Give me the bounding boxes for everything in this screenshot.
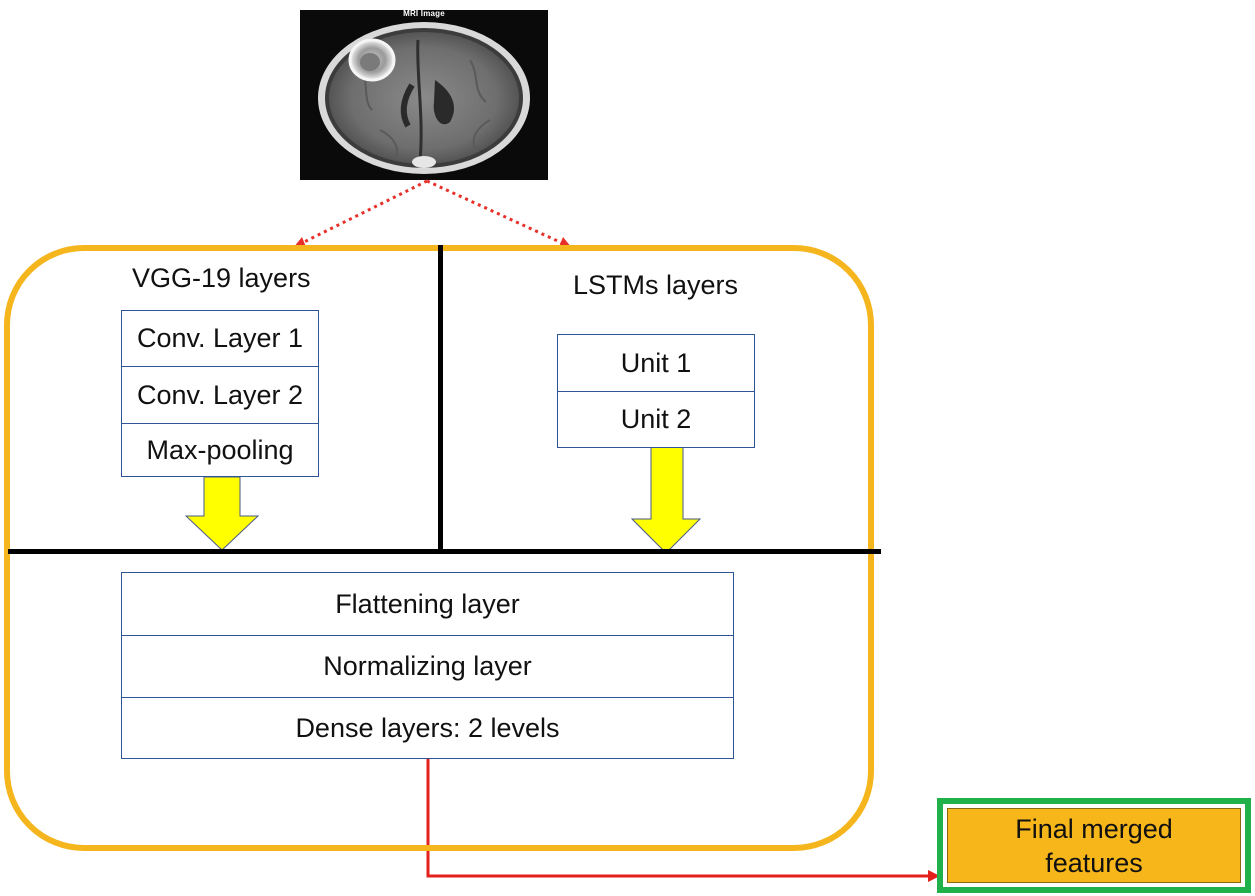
row-divider [558,391,754,392]
final-output-box: Final merged features [937,798,1251,893]
row-divider [122,423,318,424]
vertical-divider [438,245,443,552]
mri-brain-scan [318,22,530,174]
vgg-layer: Max-pooling [146,434,294,465]
vgg-layer-stack: Conv. Layer 1 Conv. Layer 2 Max-pooling [121,310,319,477]
merge-layer: Flattening layer [335,588,520,619]
lstm-title: LSTMs layers [573,270,739,300]
vgg-layer: Conv. Layer 1 [136,323,304,353]
final-output-label: Final merged features [947,808,1241,883]
row-divider [122,697,733,698]
output-arrow-head [928,870,940,882]
dotted-arrow-to-lstm [426,179,563,245]
dotted-arrow-to-vgg [301,179,428,245]
lstm-unit: Unit 1 [620,347,692,378]
vgg-title: VGG-19 layers [132,263,311,293]
lstm-down-arrow [630,446,702,554]
lstm-unit-stack: Unit 1 Unit 2 [557,334,755,448]
row-divider [122,366,318,367]
final-output-line1: Final merged [1015,813,1173,844]
final-output-line2: features [1045,847,1143,878]
mri-image-title: MRI Image [403,9,445,18]
vgg-down-arrow [184,476,260,551]
mri-image: MRI Image [300,9,548,180]
merge-layer: Normalizing layer [323,651,532,681]
lstm-unit: Unit 2 [620,404,692,434]
output-arrow [426,758,931,878]
row-divider [122,635,733,636]
merge-layer-stack: Flattening layer Normalizing layer Dense… [121,572,734,759]
vgg-layer: Conv. Layer 2 [136,379,304,410]
merge-layer: Dense layers: 2 levels [295,712,560,743]
horizontal-divider [8,549,881,554]
